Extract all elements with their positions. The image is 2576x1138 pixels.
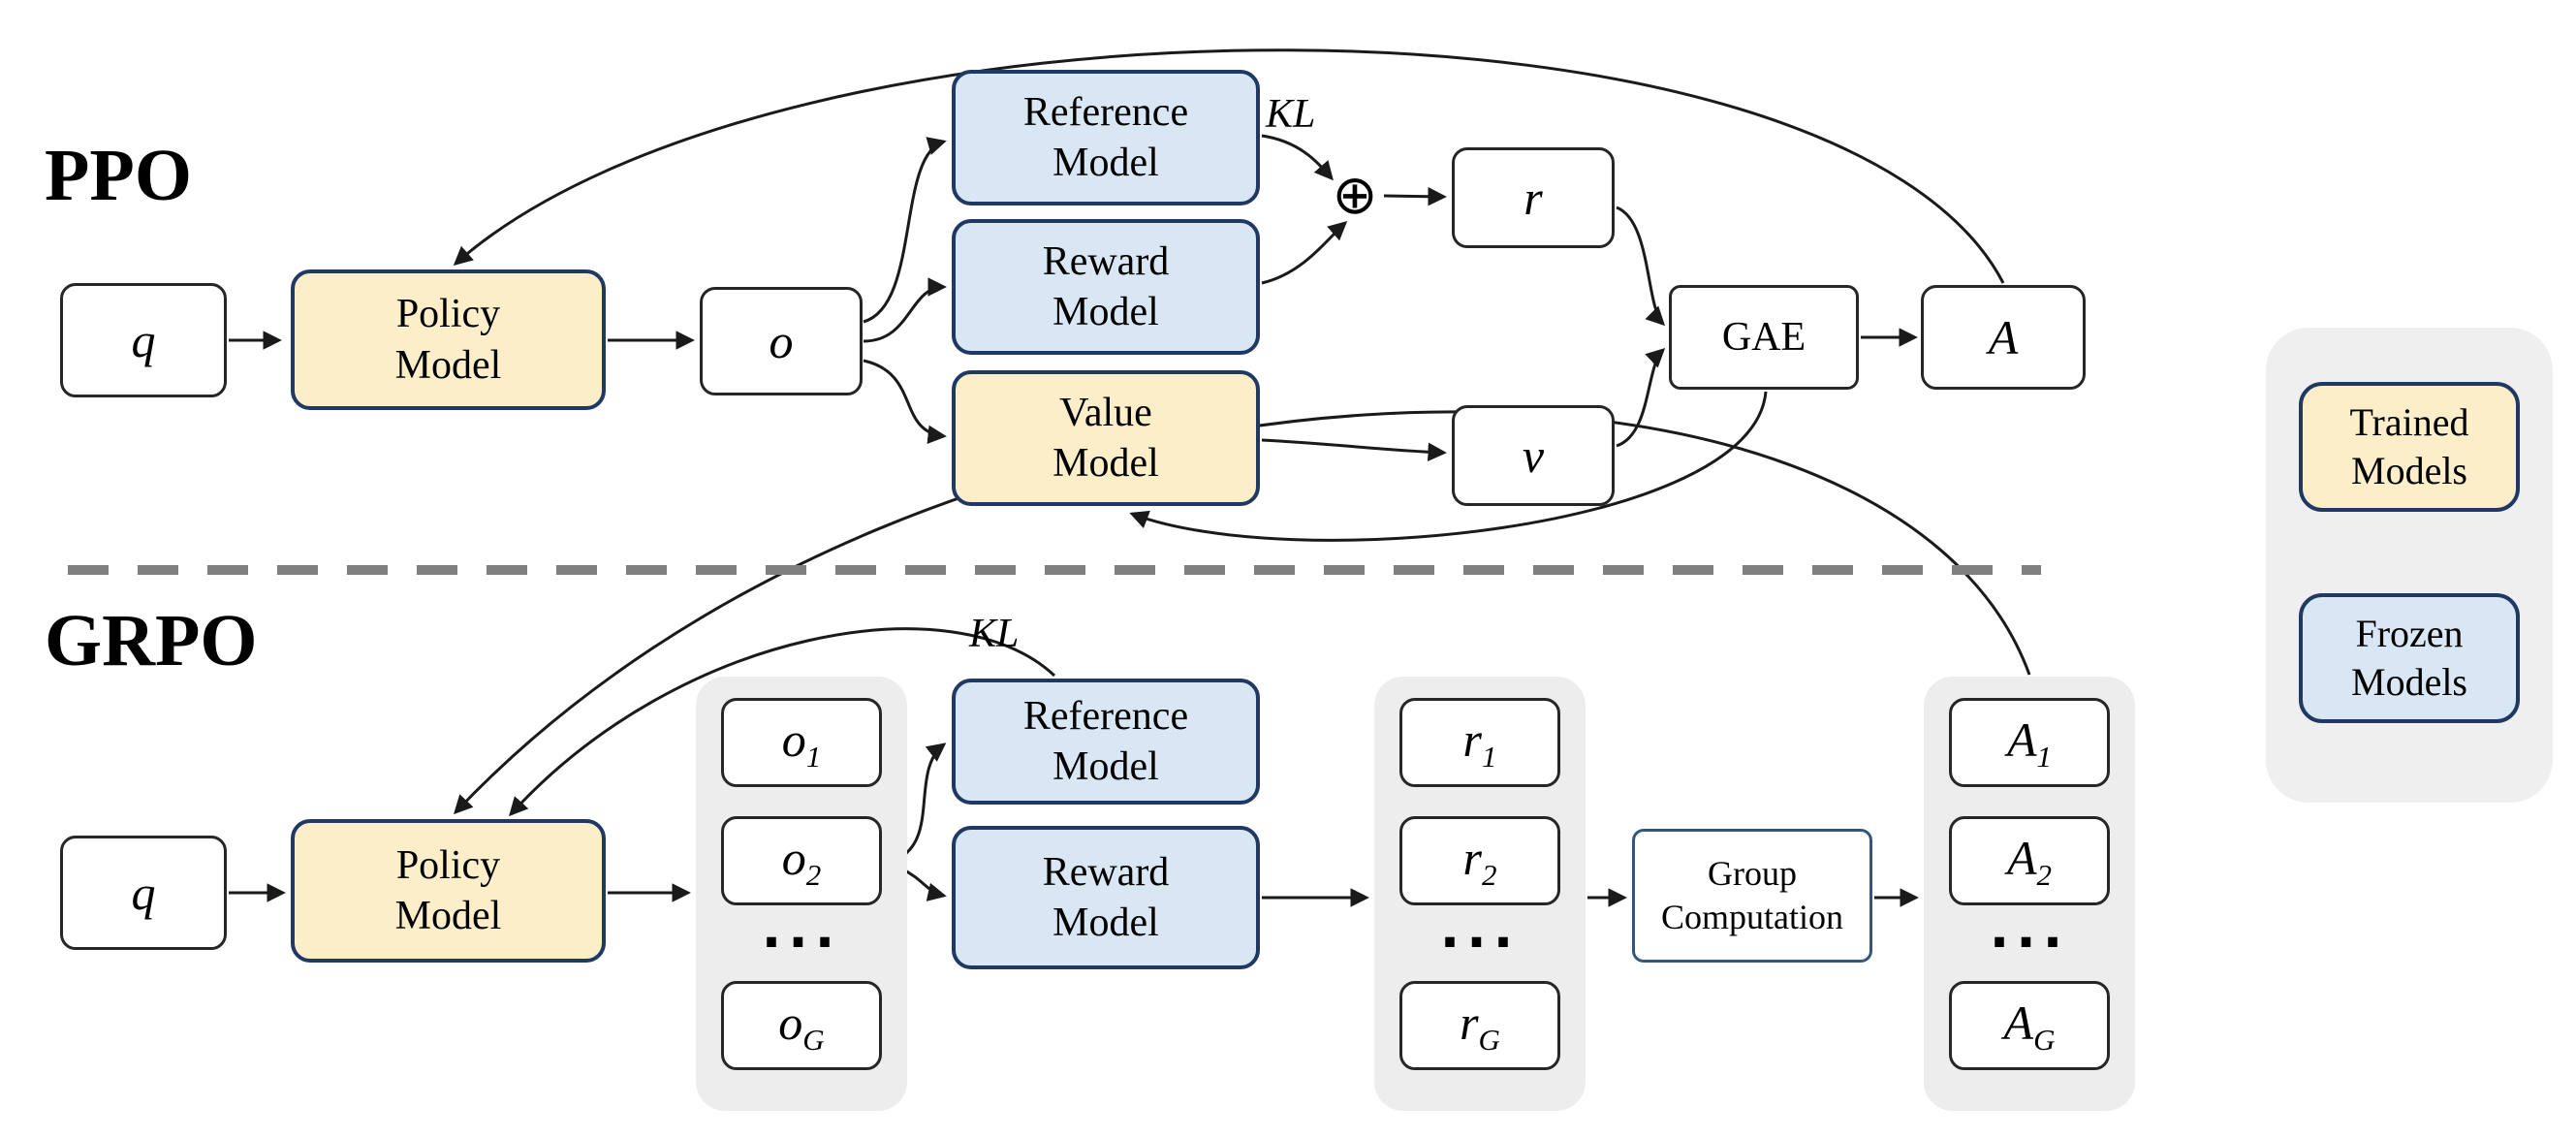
grpo-outputs-ellipsis: ··· bbox=[761, 911, 842, 973]
ppo-output-box: o bbox=[700, 287, 863, 395]
grpo-advantages-ellipsis: ··· bbox=[1989, 911, 2070, 973]
grpo-advantage-2-label: A2 bbox=[2006, 830, 2053, 892]
grpo-rewards-ellipsis: ··· bbox=[1439, 911, 1521, 973]
grpo-title: GRPO bbox=[45, 600, 258, 681]
grpo-reference-model-box: Reference Model bbox=[952, 679, 1260, 805]
grpo-reward-g-label: rG bbox=[1460, 995, 1500, 1057]
grpo-advantage-g-label: AG bbox=[2003, 995, 2056, 1057]
oplus-icon: ⊕ bbox=[1332, 164, 1378, 227]
grpo-output-2-label: o2 bbox=[781, 830, 822, 892]
ppo-policy-model-label: Policy Model bbox=[394, 292, 502, 388]
grpo-output-g-label: oG bbox=[778, 995, 825, 1057]
ppo-query-label: q bbox=[131, 313, 156, 367]
grpo-query-box: q bbox=[60, 836, 227, 950]
grpo-query-label: q bbox=[131, 866, 156, 920]
ppo-r-label: r bbox=[1524, 171, 1543, 225]
arrow-ppo-r-to-gae bbox=[1616, 205, 1666, 327]
ppo-reference-model-label: Reference Model bbox=[1022, 89, 1189, 186]
ppo-gae-label: GAE bbox=[1721, 315, 1806, 360]
grpo-advantage-1-label: A1 bbox=[2006, 711, 2053, 774]
ppo-policy-model-box: Policy Model bbox=[291, 269, 606, 410]
ppo-output-label: o bbox=[769, 314, 794, 368]
grpo-output-1-label: o1 bbox=[781, 711, 822, 774]
ppo-advantage-label: A bbox=[1988, 310, 2019, 364]
grpo-reward-2-box: r2 bbox=[1399, 816, 1560, 905]
arrow-ppo-a-to-policy bbox=[453, 48, 2005, 284]
ppo-value-model-label: Value Model bbox=[1052, 390, 1159, 487]
arrow-ppo-reference-to-oplus bbox=[1261, 134, 1334, 181]
arrow-ppo-o-to-reference bbox=[863, 137, 947, 324]
grpo-output-2-box: o2 bbox=[721, 816, 882, 905]
grpo-reward-g-box: rG bbox=[1399, 981, 1560, 1070]
grpo-reward-1-label: r1 bbox=[1462, 711, 1497, 774]
ppo-query-box: q bbox=[60, 283, 227, 397]
ppo-kl-label: KL bbox=[1266, 92, 1316, 137]
arrow-ppo-o-to-reward bbox=[863, 277, 947, 343]
legend-trained-models-label: Trained Models bbox=[2349, 400, 2469, 492]
ppo-reference-model-box: Reference Model bbox=[952, 70, 1260, 205]
ppo-title: PPO bbox=[45, 135, 192, 216]
grpo-group-computation-label: Group Computation bbox=[1661, 854, 1843, 936]
legend-trained-models-box: Trained Models bbox=[2299, 382, 2520, 512]
grpo-reward-1-box: r1 bbox=[1399, 698, 1560, 787]
grpo-advantage-g-box: AG bbox=[1949, 981, 2110, 1070]
arrow-grpo-outputs-to-reference bbox=[900, 743, 947, 859]
arrow-grpo-advantages-to-policy bbox=[453, 410, 2031, 815]
ppo-reward-model-box: Reward Model bbox=[952, 219, 1260, 355]
grpo-output-1-box: o1 bbox=[721, 698, 882, 787]
grpo-output-g-box: oG bbox=[721, 981, 882, 1070]
grpo-advantage-2-box: A2 bbox=[1949, 816, 2110, 905]
arrow-grpo-outputs-to-reward bbox=[900, 867, 947, 901]
arrow-ppo-value-to-v bbox=[1261, 438, 1447, 462]
legend-frozen-models-box: Frozen Models bbox=[2299, 593, 2520, 723]
arrow-ppo-v-to-gae bbox=[1616, 347, 1666, 448]
grpo-policy-model-label: Policy Model bbox=[394, 842, 502, 939]
arrow-ppo-oplus-to-r bbox=[1383, 186, 1447, 206]
grpo-reward-2-label: r2 bbox=[1462, 830, 1497, 892]
ppo-r-box: r bbox=[1452, 147, 1615, 248]
grpo-reward-model-label: Reward Model bbox=[1042, 849, 1170, 946]
grpo-group-computation-box: Group Computation bbox=[1632, 829, 1872, 963]
grpo-kl-label: KL bbox=[969, 612, 1020, 656]
grpo-reference-model-label: Reference Model bbox=[1022, 693, 1189, 790]
ppo-value-model-box: Value Model bbox=[952, 370, 1260, 506]
arrow-grpo-reference-to-policy-kl bbox=[509, 627, 1056, 817]
arrow-ppo-reward-to-oplus bbox=[1261, 221, 1348, 285]
ppo-v-box: v bbox=[1452, 405, 1615, 506]
ppo-reward-model-label: Reward Model bbox=[1042, 238, 1170, 335]
ppo-v-label: v bbox=[1522, 428, 1545, 483]
grpo-policy-model-box: Policy Model bbox=[291, 819, 606, 963]
ppo-gae-box: GAE bbox=[1669, 285, 1859, 390]
arrow-ppo-o-to-value bbox=[863, 359, 947, 444]
grpo-reward-model-box: Reward Model bbox=[952, 826, 1260, 969]
ppo-advantage-box: A bbox=[1921, 285, 2086, 390]
grpo-advantage-1-box: A1 bbox=[1949, 698, 2110, 787]
legend-frozen-models-label: Frozen Models bbox=[2351, 612, 2467, 704]
